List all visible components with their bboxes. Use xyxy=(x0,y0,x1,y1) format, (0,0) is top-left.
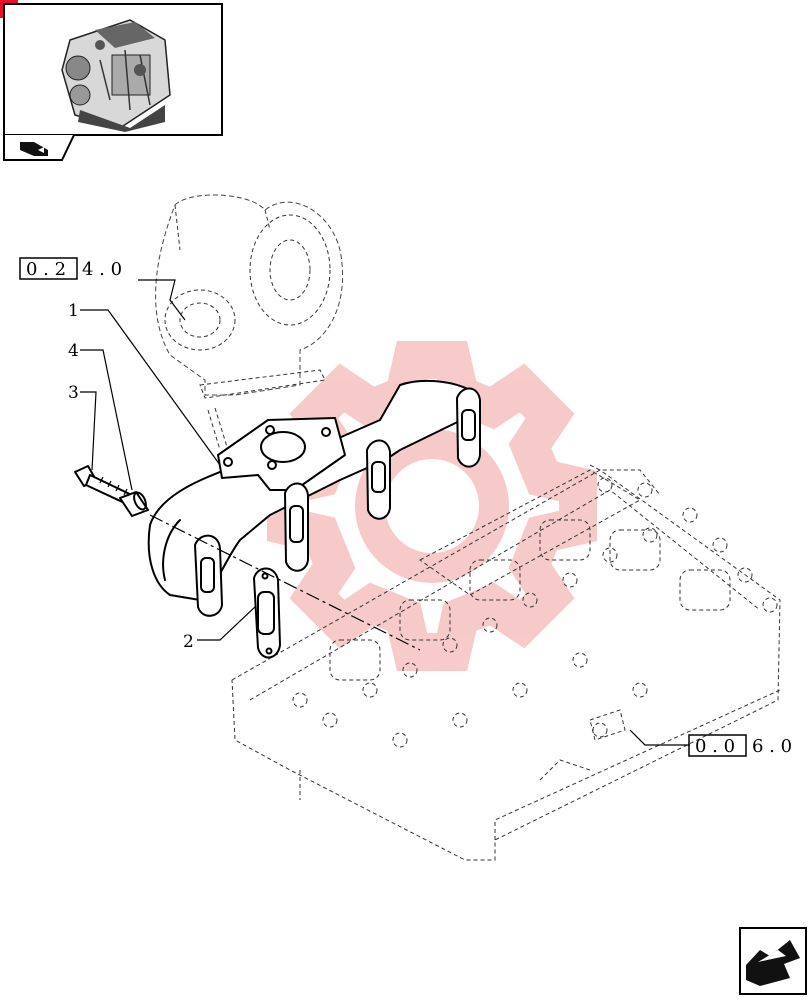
spacer-sleeve xyxy=(119,491,149,517)
engine-thumbnail-icon xyxy=(61,19,171,132)
turbocharger-reference[interactable]: 0 . 2 4 . 0 xyxy=(19,257,122,280)
exhaust-gasket xyxy=(253,567,281,659)
arrow-left-icon xyxy=(20,142,48,156)
callout-2: 2 xyxy=(183,632,194,652)
cylinder-head-reference-boxed: 0 . 0 xyxy=(695,736,735,757)
leader-lines xyxy=(80,279,690,746)
callout-3: 3 xyxy=(68,383,79,403)
cylinder-head-reference[interactable]: 0 . 0 6 . 0 xyxy=(688,734,792,757)
callout-1: 1 xyxy=(68,301,79,321)
turbocharger-reference-rest: 4 . 0 xyxy=(82,259,122,280)
turbocharger xyxy=(155,194,344,451)
cylinder-head-reference-rest: 6 . 0 xyxy=(752,736,792,757)
engine-thumbnail[interactable] xyxy=(3,3,223,161)
exhaust-manifold xyxy=(147,379,481,617)
next-page-button[interactable] xyxy=(739,927,807,995)
arrow-next-icon xyxy=(746,940,800,986)
assembly-axis xyxy=(149,514,421,651)
callout-4: 4 xyxy=(68,341,79,361)
turbocharger-reference-boxed: 0 . 2 xyxy=(26,259,66,280)
cylinder-head xyxy=(231,464,781,861)
